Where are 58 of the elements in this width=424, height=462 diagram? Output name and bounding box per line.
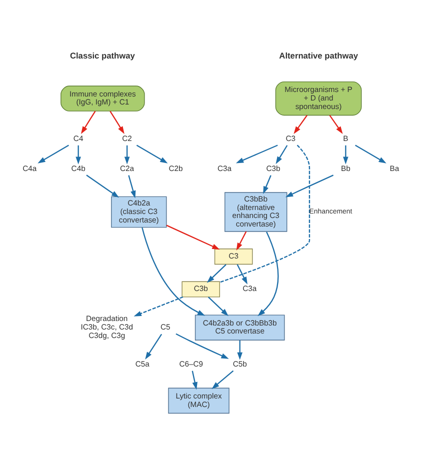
arrow [276,144,288,164]
node-text: C5 [160,322,170,332]
node-text: C2a [120,163,134,172]
node-text: Bb [340,163,350,172]
arrow [128,174,136,198]
node-text: C3b [266,163,280,172]
arrow [329,114,343,134]
node-box: C4b2a (classic C3 convertase) [111,196,167,228]
node-box: C4b2a3b or C3bBb3b C5 convertase [194,314,285,340]
node-box: Immune complexes (IgG, IgM) + C1 [60,85,145,111]
node-text: C5b [232,358,247,368]
arrow [208,296,228,316]
arrow [258,231,279,316]
node-text: Ba [390,163,400,172]
arrow [206,264,226,282]
arrow [38,144,69,163]
arrow [285,174,334,197]
label: Alternative pathway [279,50,358,60]
connector [220,144,310,282]
label: Classic pathway [70,50,135,60]
node-text: C6–C9 [179,358,204,368]
node-text: Degradation IC3b, C3c, C3d C3dg, C3g [80,314,133,340]
arrow [166,224,220,250]
node-text: C4a [22,163,37,172]
node-text: C3a [218,163,232,172]
arrow [80,110,96,134]
arrow [142,226,206,316]
arrow [176,332,229,358]
arrow [134,296,184,316]
node-text: B [343,133,348,142]
node-text: C4b [71,163,86,172]
node-text: C5a [135,358,150,368]
arrow [76,144,81,164]
node-text: C3a [242,284,257,293]
node-box: C3bBb (alternative enhancing C3 convertase) [224,192,288,232]
arrow [236,144,278,163]
arrow [192,370,198,390]
node-text: C2b [168,163,183,172]
arrow [237,340,243,360]
node-box: C3 [214,248,253,264]
arrow [343,144,348,164]
node-text: C4 [73,133,84,142]
arrow [355,144,386,163]
arrow [236,230,247,250]
node-text: C3 [286,133,296,142]
arrow [145,333,162,360]
node-box: Microorganisms + P + D (and spontaneous) [275,80,362,116]
arrow [263,174,272,194]
node-box: C3b [182,280,220,297]
arrow [294,114,308,134]
node-text: C2 [122,133,132,142]
arrow [110,110,124,134]
arrow [124,144,130,164]
node-box: Lytic complex (MAC) [168,387,230,414]
arrow [212,370,234,389]
arrow [136,144,168,163]
arrow [236,264,248,284]
arrow [86,174,120,198]
